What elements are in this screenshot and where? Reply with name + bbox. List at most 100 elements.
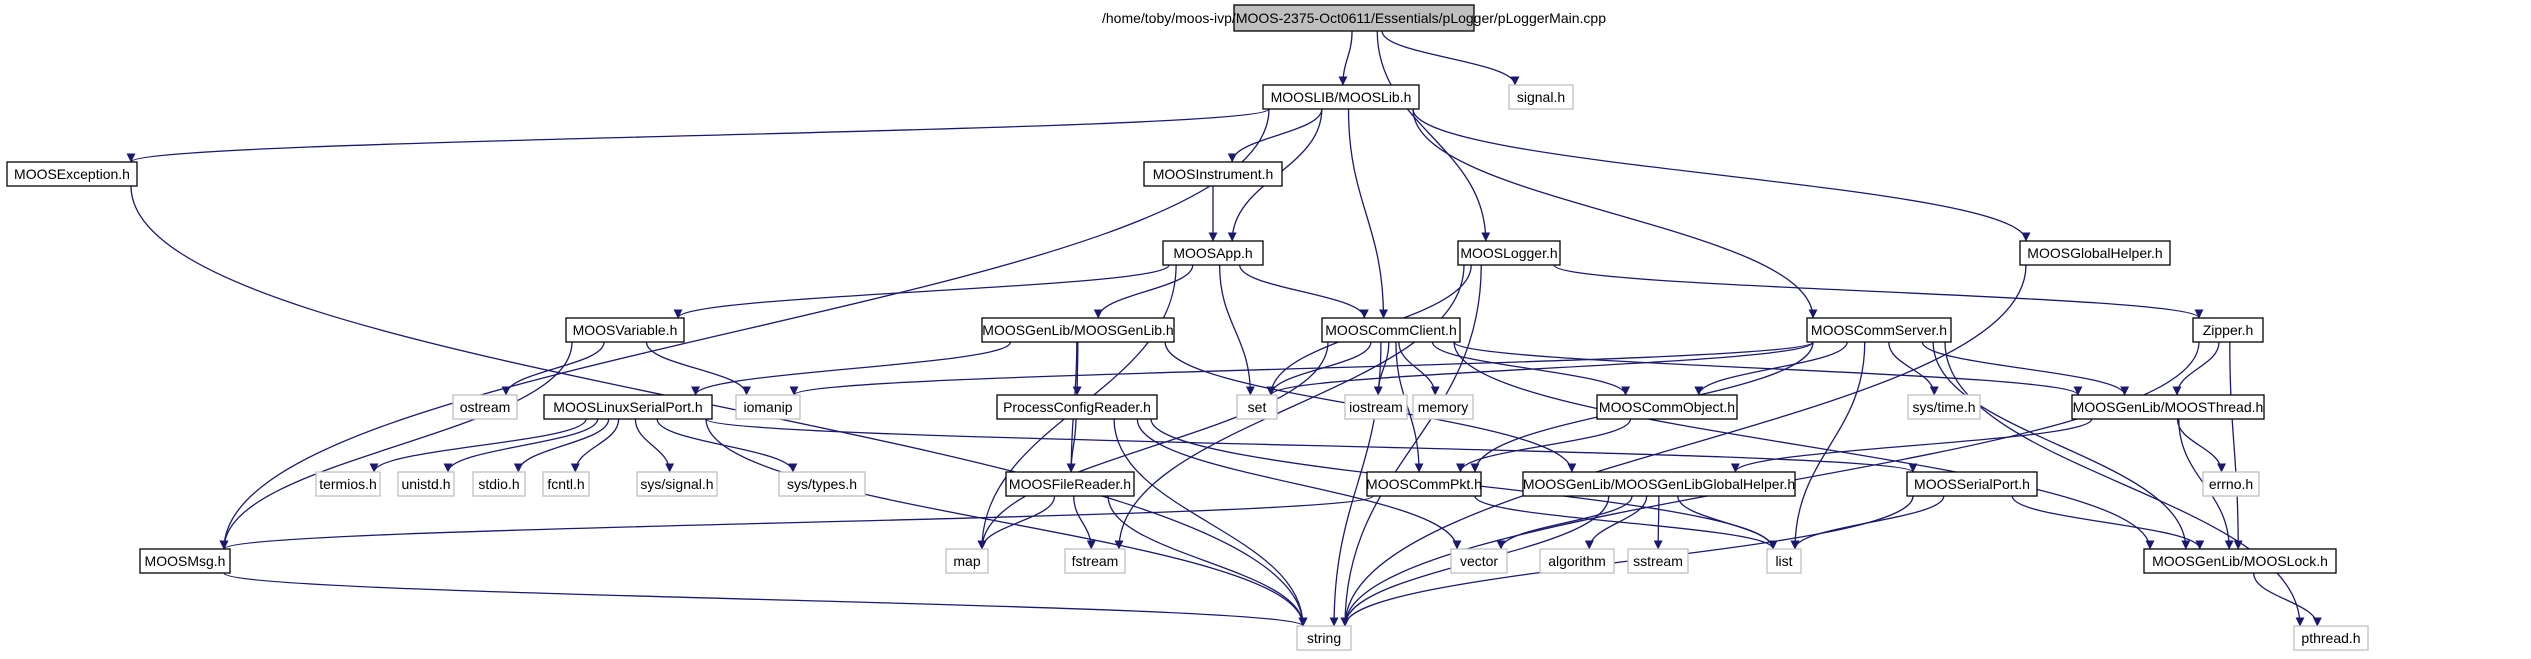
node-label-iostream: iostream <box>1349 399 1403 415</box>
edge-moosgenlibglobalhelper-to-algorithm <box>1584 495 1648 550</box>
edge-moosapp-to-set <box>1218 264 1255 396</box>
node-algorithm: algorithm <box>1539 548 1615 574</box>
node-root[interactable]: /home/toby/moos-ivp/MOOS-2375-Oct0611/Es… <box>1102 4 1606 32</box>
node-box-syssignal <box>636 471 718 497</box>
node-ostream: ostream <box>452 394 518 420</box>
node-moosthread[interactable]: MOOSGenLib/MOOSThread.h <box>2071 394 2265 420</box>
node-label-moosthread: MOOSGenLib/MOOSThread.h <box>2073 399 2264 415</box>
node-box-moosglobalhelper <box>2019 240 2171 266</box>
node-box-mooscommclient <box>1321 317 1461 343</box>
node-stdio: stdio.h <box>472 471 526 497</box>
node-moosglobalhelper[interactable]: MOOSGlobalHelper.h <box>2019 240 2171 266</box>
node-label-moosexception: MOOSException.h <box>14 166 130 182</box>
edge-mooslib-to-moosglobalhelper <box>1412 108 2031 242</box>
edge-processconfigreader-to-vector <box>1136 418 1462 550</box>
node-label-moosserialport: MOOSSerialPort.h <box>1914 476 2030 492</box>
node-label-signal: signal.h <box>1517 89 1565 105</box>
node-termios: termios.h <box>315 471 381 497</box>
edge-moosgenlibglobalhelper-to-vector <box>1496 495 1633 550</box>
node-mooscommpkt[interactable]: MOOSCommPkt.h <box>1366 471 1482 497</box>
edge-mooslib-to-moosexception <box>126 108 1270 163</box>
node-moosexception[interactable]: MOOSException.h <box>6 161 138 187</box>
node-memory: memory <box>1412 394 1474 420</box>
node-systime: sys/time.h <box>1907 394 1981 420</box>
edge-mooscommserver-to-list <box>1790 341 1866 550</box>
edge-mooscommclient-to-map <box>977 341 1329 550</box>
edge-mooslinuxserialport-to-unistd <box>443 418 599 473</box>
edge-moosgenlib-to-processconfigreader <box>1072 341 1082 396</box>
node-box-unistd <box>397 471 455 497</box>
node-box-termios <box>315 471 381 497</box>
node-moosserialport[interactable]: MOOSSerialPort.h <box>1906 471 2038 497</box>
node-moosgenlibglobalhelper[interactable]: MOOSGenLib/MOOSGenLibGlobalHelper.h <box>1522 471 1796 497</box>
node-box-moosserialport <box>1906 471 2038 497</box>
node-mooscommobject[interactable]: MOOSCommObject.h <box>1596 394 1738 420</box>
edge-mooscommserver-to-iomanip <box>789 341 1814 396</box>
node-mooslinuxserialport[interactable]: MOOSLinuxSerialPort.h <box>543 394 713 420</box>
edge-moosfilereader-to-fstream <box>1073 495 1096 550</box>
edge-mooslib-to-mooscommserver <box>1412 108 1818 319</box>
node-sstream: sstream <box>1627 548 1689 574</box>
edge-mooscommpkt-to-moosmsg <box>219 495 1374 550</box>
edge-moosmsg-to-string <box>223 572 1308 627</box>
node-box-vector <box>1450 548 1508 574</box>
edge-moosthread-to-moosgenlibglobalhelper <box>1730 418 2093 473</box>
edge-mooslinuxserialport-to-syssignal <box>634 418 675 473</box>
node-iomanip: iomanip <box>735 394 801 420</box>
node-box-mooslinuxserialport <box>543 394 713 420</box>
edge-moosvariable-to-iomanip <box>645 341 752 396</box>
node-processconfigreader[interactable]: ProcessConfigReader.h <box>996 394 1158 420</box>
node-moosgenlib[interactable]: MOOSGenLib/MOOSGenLib.h <box>981 317 1175 343</box>
nodes-layer: /home/toby/moos-ivp/MOOS-2375-Oct0611/Es… <box>6 4 2369 651</box>
node-fstream: fstream <box>1064 548 1126 574</box>
node-mooscommserver[interactable]: MOOSCommServer.h <box>1806 317 1952 343</box>
node-box-fstream <box>1064 548 1126 574</box>
node-mooslogger[interactable]: MOOSLogger.h <box>1457 240 1561 266</box>
node-box-mooslock <box>2143 548 2337 574</box>
node-zipper[interactable]: Zipper.h <box>2192 317 2264 343</box>
edge-mooslib-to-mooscommclient <box>1347 108 1388 319</box>
edge-mooslinuxserialport-to-termios <box>369 418 587 473</box>
node-moosfilereader[interactable]: MOOSFileReader.h <box>1005 471 1135 497</box>
node-mooscommclient[interactable]: MOOSCommClient.h <box>1321 317 1461 343</box>
node-label-list: list <box>1775 553 1792 569</box>
node-label-zipper: Zipper.h <box>2203 322 2254 338</box>
node-mooslib[interactable]: MOOSLIB/MOOSLib.h <box>1262 84 1420 110</box>
node-box-ostream <box>452 394 518 420</box>
edge-root-to-mooslib <box>1338 30 1353 86</box>
node-label-termios: termios.h <box>319 476 377 492</box>
edge-mooslinuxserialport-to-fcntl <box>570 418 620 473</box>
node-label-stdio: stdio.h <box>478 476 519 492</box>
node-label-moosgenlib: MOOSGenLib/MOOSGenLib.h <box>982 322 1173 338</box>
edge-mooslogger-to-zipper <box>1553 264 2204 319</box>
node-moosmsg[interactable]: MOOSMsg.h <box>139 548 231 574</box>
node-box-root <box>1233 4 1475 32</box>
node-box-memory <box>1412 394 1474 420</box>
node-label-systime: sys/time.h <box>1912 399 1975 415</box>
node-label-moosmsg: MOOSMsg.h <box>145 553 226 569</box>
edge-mooscommserver-to-pthread <box>1944 341 2305 627</box>
node-box-set <box>1236 394 1278 420</box>
node-moosvariable[interactable]: MOOSVariable.h <box>565 317 685 343</box>
node-label-mooscommpkt: MOOSCommPkt.h <box>1366 476 1482 492</box>
node-label-mooscommserver: MOOSCommServer.h <box>1811 322 1947 338</box>
node-label-mooslogger: MOOSLogger.h <box>1460 245 1557 261</box>
node-box-systime <box>1907 394 1981 420</box>
edge-moosgenlibglobalhelper-to-sstream <box>1653 495 1663 550</box>
node-list: list <box>1766 548 1802 574</box>
node-moosapp[interactable]: MOOSApp.h <box>1162 240 1264 266</box>
node-label-ostream: ostream <box>460 399 511 415</box>
edge-moosglobalhelper-to-string <box>1340 264 2027 627</box>
node-label-fstream: fstream <box>1072 553 1119 569</box>
node-mooslock[interactable]: MOOSGenLib/MOOSLock.h <box>2143 548 2337 574</box>
node-map: map <box>945 548 989 574</box>
edge-mooscommpkt-to-list <box>1474 495 1778 550</box>
node-box-algorithm <box>1539 548 1615 574</box>
edge-moosfilereader-to-map <box>977 495 1056 550</box>
node-label-mooscommclient: MOOSCommClient.h <box>1325 322 1456 338</box>
node-box-moosapp <box>1162 240 1264 266</box>
edge-processconfigreader-to-string <box>1113 418 1308 627</box>
node-moosinstrument[interactable]: MOOSInstrument.h <box>1143 161 1283 187</box>
edge-mooslinuxserialport-to-string <box>705 418 1308 627</box>
